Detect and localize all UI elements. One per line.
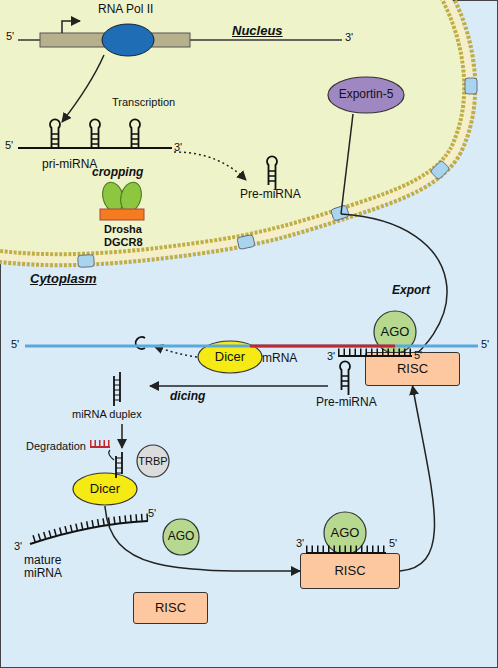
nuclear-pore [237, 234, 255, 249]
text-label: mRNA [262, 352, 297, 365]
cropping-arrow [174, 152, 246, 180]
trbp-circle-shape [137, 445, 169, 477]
pri-mirna-hairpin [90, 119, 100, 148]
nuclear-pore [78, 255, 95, 268]
pre-mirna-hairpin [267, 156, 277, 185]
text-label: DGCR8 [104, 236, 143, 248]
passenger-strand [90, 446, 110, 448]
text-label: Drosha [104, 223, 142, 235]
membrane-heads [0, 0, 470, 260]
text-label: 3' [14, 540, 22, 552]
text-label: Nucleus [232, 24, 283, 38]
pri-mirna-strand [18, 147, 172, 149]
pri-mirna-hairpin [130, 119, 140, 148]
text-label: Pre-miRNA [316, 396, 377, 409]
flow-arrow [400, 386, 434, 571]
duplex-rungs [116, 458, 122, 473]
nuclear-pore [331, 205, 350, 221]
node-text: TRBP [138, 455, 167, 467]
mature-mirna-strand [30, 521, 148, 544]
loading-arrow [121, 424, 123, 448]
dicer-ellipse-shape [198, 341, 262, 373]
nuclear-pore [430, 160, 450, 180]
loop-release-arrow [154, 346, 197, 357]
ago-circle: AGO [323, 511, 367, 555]
node-text: Exportin-5 [339, 88, 394, 101]
text-label: 3' [174, 141, 182, 153]
text-label: 3' [327, 350, 335, 362]
nuclear-pore [465, 78, 477, 94]
mrna-target-site [250, 345, 395, 348]
promoter-arrow [62, 21, 80, 33]
text-label: mature miRNA [24, 554, 70, 580]
node-text: Dicer [215, 350, 245, 364]
duplex-rungs [114, 380, 120, 400]
terminal-loop [136, 337, 145, 349]
flow-arrow [105, 506, 300, 571]
text-label: Transcription [112, 96, 175, 108]
ago-circle-shape [163, 519, 199, 555]
text-label: dicing [170, 390, 205, 403]
text-label: Export [392, 284, 430, 297]
text-label: Degradation [26, 440, 86, 452]
text-label: 5' [414, 349, 422, 361]
dicer-ellipse: Dicer [72, 472, 138, 506]
exportin-ellipse-shape [328, 77, 404, 113]
text-label: 5' [11, 338, 19, 350]
ago-circle: AGO [373, 310, 417, 354]
text-label: 5' [148, 507, 156, 519]
text-label: 3' [345, 31, 353, 43]
ago-circle: AGO [162, 518, 200, 556]
text-label: 5' [5, 139, 13, 151]
pre-mirna-overhang [348, 390, 350, 395]
risc-box: RISC [365, 352, 460, 386]
rna-pol-ii [102, 24, 154, 56]
passenger-ticks [90, 440, 110, 446]
node-text: RISC [155, 601, 186, 615]
text-label: Cytoplasm [30, 272, 96, 286]
node-text: AGO [168, 530, 195, 543]
text-label: 5' [6, 30, 14, 42]
degradation-arrow [109, 450, 114, 460]
dicer-ellipse: Dicer [197, 340, 263, 374]
exportin-tether [341, 114, 353, 214]
trbp-circle: TRBP [136, 444, 170, 478]
dicing-arrow [150, 385, 328, 387]
exportin-ellipse: Exportin-5 [327, 76, 405, 114]
text-label: Pre-miRNA [240, 188, 301, 201]
text-label: 5' [389, 537, 397, 549]
risc-box: RISC [133, 592, 208, 624]
text-label: 5' [481, 338, 489, 350]
text-label: miRNA duplex [72, 408, 142, 420]
node-text: AGO [331, 526, 360, 540]
dicer-ellipse-shape [73, 473, 137, 505]
nucleus-area [0, 0, 470, 260]
node-text: RISC [334, 564, 365, 578]
pri-mirna-hairpin [50, 119, 60, 148]
node-text: RISC [397, 362, 428, 376]
text-label: RNA Pol II [98, 3, 153, 16]
text-label: cropping [92, 166, 143, 179]
node-text: AGO [381, 325, 410, 339]
transcription-arrow [62, 55, 104, 122]
mirna-duplex [114, 372, 120, 406]
pre-mirna-hairpin [340, 361, 350, 390]
mature-mirna-ticks [30, 517, 148, 540]
ago-circle-shape [324, 512, 366, 554]
membrane-tails [0, 0, 470, 260]
risc-box: RISC [300, 553, 400, 589]
text-label: 3' [296, 537, 304, 549]
dgcr8-box [100, 209, 144, 220]
ago-circle-shape [374, 311, 416, 353]
node-text: Dicer [90, 482, 120, 496]
text-label: pri-miRNA [42, 158, 97, 171]
